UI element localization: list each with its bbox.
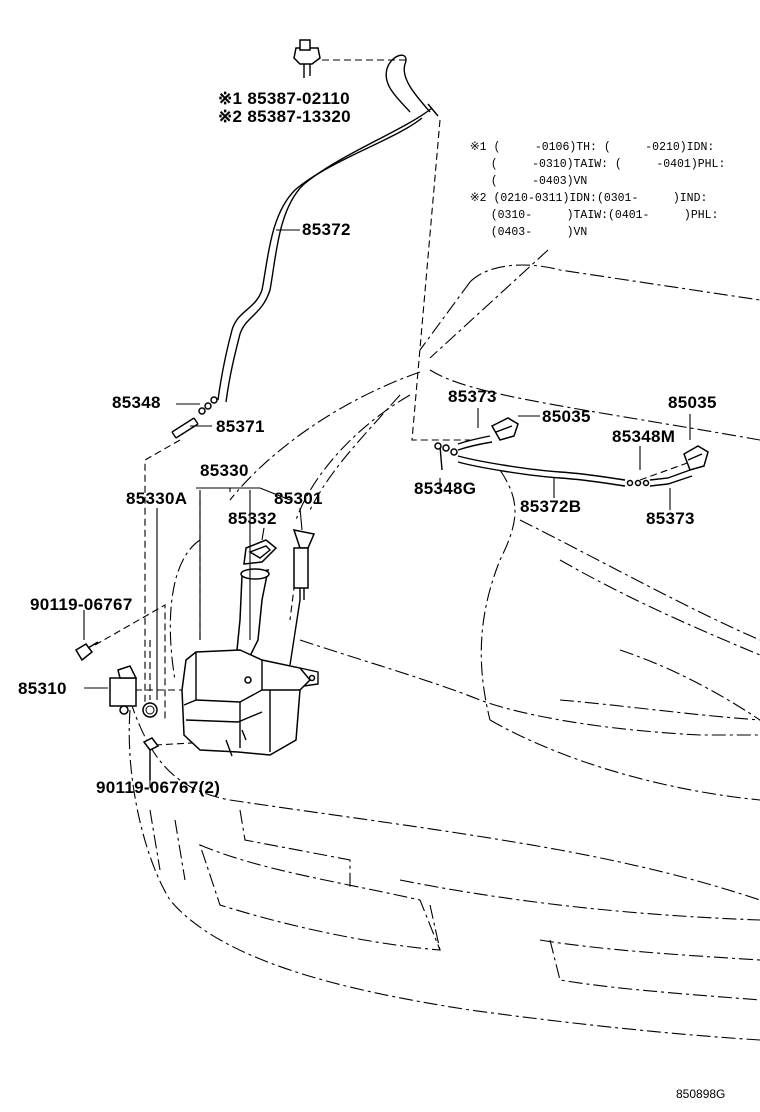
label-85372: 85372 — [302, 220, 351, 239]
bolt-90119-lower — [142, 737, 160, 780]
label-85035-left: 85035 — [542, 407, 591, 426]
label-90119-06767-upper: 90119-06767 — [30, 595, 133, 614]
label-90119-06767-lower: 90119-06767(2) — [96, 778, 220, 797]
note-line-1: ※1 ( -0106)TH: ( -0210)IDN: — [470, 141, 714, 154]
label-85387-13320: ※2 85387-13320 — [218, 107, 351, 126]
cap-gasket-85332 — [243, 539, 278, 565]
washer-hose-85372 — [217, 54, 439, 403]
bolt-90119-upper — [74, 641, 99, 662]
washer-nozzle-part — [293, 39, 321, 78]
figure-id: 850898G — [676, 1087, 725, 1101]
label-85035-right: 85035 — [668, 393, 717, 412]
washer-pump-85310 — [109, 665, 158, 718]
hose-joint-85348 — [198, 396, 218, 415]
note-line-4: ※2 (0210-0311)IDN:(0301- )IND: — [470, 192, 707, 205]
label-85332: 85332 — [228, 509, 277, 528]
label-85330A: 85330A — [126, 489, 187, 508]
headlamp-washer-hose-85372B — [434, 435, 693, 487]
car-body-outline — [128, 249, 760, 1041]
label-85373-lower: 85373 — [646, 509, 695, 528]
label-85348: 85348 — [112, 393, 161, 412]
washer-jar-85330 — [181, 568, 319, 757]
applicability-notes: ※1 ( -0106)TH: ( -0210)IDN: ( -0310)TAIW… — [470, 141, 725, 239]
leader-lines — [83, 229, 691, 788]
label-85348G: 85348G — [414, 479, 476, 498]
headlamp-nozzle-85035-right — [683, 445, 709, 471]
label-85310: 85310 — [18, 679, 67, 698]
label-85371: 85371 — [216, 417, 265, 436]
label-85372B: 85372B — [520, 497, 581, 516]
note-line-6: (0403- )VN — [470, 226, 587, 239]
headlamp-nozzle-85035-left — [490, 417, 519, 441]
label-85348M: 85348M — [612, 427, 675, 446]
label-85373-upper: 85373 — [448, 387, 497, 406]
label-85301: 85301 — [274, 489, 323, 508]
note-line-5: (0310- )TAIW:(0401- )PHL: — [470, 209, 718, 222]
hose-85371 — [171, 417, 199, 439]
note-line-2: ( -0310)TAIW: ( -0401)PHL: — [470, 158, 725, 171]
label-85387-02110: ※1 85387-02110 — [218, 89, 350, 108]
note-line-3: ( -0403)VN — [470, 175, 587, 188]
label-85330: 85330 — [200, 461, 249, 480]
level-sensor-85301 — [289, 529, 316, 666]
